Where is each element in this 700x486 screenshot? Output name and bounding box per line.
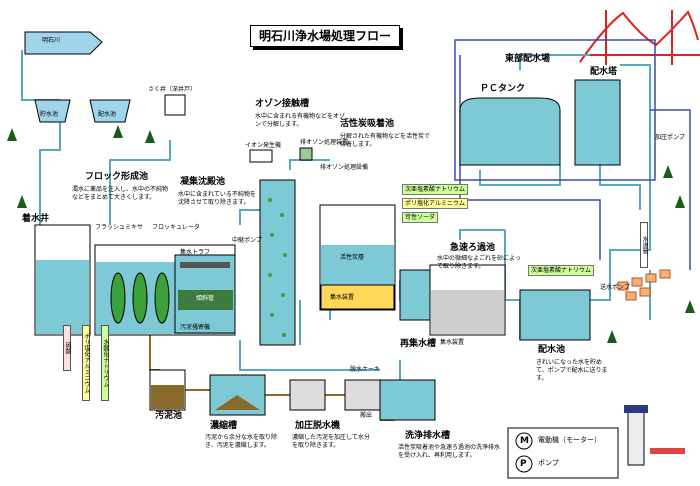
plate-label: 傾斜管 [196,295,215,302]
floc-basin-title: フロック形成池 [85,172,149,182]
ozone-exhaust-label: 排オゾン処理装置 [300,139,349,146]
ozone-desc: 水中に含まれる有機物などをオゾンで分解します。 [255,113,346,128]
wash-tank-title: 洗浄排水槽 [405,431,451,441]
thickener-desc: 汚泥から余分な水を取り除き、汚泥を濃縮します。 [205,434,278,449]
chlorine-tag-4: 次亜塩素酸ナトリウム [528,265,595,276]
water-pipe-tag: 水道管 [640,222,648,268]
wash-tank-box [379,379,436,421]
sand-layer [431,290,504,334]
chlorine-tag-1: 次亜塩素酸ナトリウム [402,184,469,195]
pressure-pump-label: 加圧ポンプ [655,134,685,141]
sludge-pit-mud [151,385,184,409]
tower-decoration [624,405,685,466]
houses-decoration [617,269,671,301]
distribution-desc: きれいになった水を貯めて、ポンプで配水に送ります。 [536,359,608,382]
ozone-bubbles [268,198,287,337]
deep-well-label: さく井（深井戸） [148,86,197,93]
thickener-sludge [215,395,260,410]
reservoir-a [34,99,71,123]
sludge-collector-label: 汚泥掻寄機 [180,324,211,331]
flocculator-label: フロッキュレータ [152,224,200,231]
cake-label: 脱水ケーキ [350,366,381,373]
flash-mixer-label: フラッシュミキサ [95,224,144,231]
carbon-layer-label: 活性炭層 [340,254,365,261]
ozone-exhaust-2-label: 排オゾン処理設備 [320,164,369,171]
tree-decorations [7,125,695,343]
carbon-desc: 分解された有機物などを活性炭で吸着します。 [340,133,431,148]
east-dist-frame [454,39,656,181]
dewater-desc: 濃縮した汚泥を加圧して水分を取り除きます。 [292,434,370,449]
reservoir-b-label: 配水池 [98,111,117,118]
ion-generator-label: イオン発生機 [245,142,282,149]
chlorine-tag-2: ポリ塩化アルミニウム [402,198,468,209]
dewater-title: 加圧脱水機 [295,421,341,431]
collection-trough [180,262,230,268]
chem-sulfuric-tag: 硫酸 [63,325,71,371]
re-collection-label: 再集水槽 [400,339,437,349]
rapid-filter-desc: 水中の微細なよごれを砂によって取り除きます。 [437,255,521,270]
page-title: 明石川浄水場処理フロー [250,25,401,47]
pc-tank [459,97,561,166]
chem-pac-tag: ポリ塩化アルミニウム [82,325,90,401]
carbon-layer [320,284,395,310]
settling-basin-desc: 水中に含まれている不純物を沈降させて取り除きます。 [178,191,256,206]
inclined-plates [178,290,233,310]
legend-pump-glyph: P [520,459,527,469]
ozone-tank-box [259,179,296,346]
chem-naoh-tag: 水酸化ナトリウム [101,325,109,401]
settling-basin-title: 凝集沈殿池 [180,177,226,187]
east-dist-label: 東部配水場 [505,54,551,64]
ion-generator [249,149,273,163]
distribution-box [519,289,591,341]
ozone-exhaust-unit [299,147,313,161]
intermediate-pump-label: 中継ポンプ [232,237,262,244]
legend-motor-label: 電動機（モーター） [538,436,601,444]
press-dewater-box [289,379,326,411]
disposal-label: 搬出 [360,412,373,419]
send-pump-label: 送水ポンプ [600,284,630,291]
deep-well [164,94,186,116]
thickener-title: 濃縮槽 [210,421,238,431]
legend-motor-symbol [515,432,533,450]
river-label: 明石川 [42,37,61,44]
legend-pump-label: ポンプ [538,459,559,467]
akashi-bridge-logo [575,10,700,65]
sludge-pit-label: 汚泥池 [155,411,183,421]
carbon-water [321,245,394,285]
trough-label: 集水トラフ [180,249,211,256]
reservoir-a-label: 貯水池 [40,111,59,118]
pc-tank-label: ＰＣタンク [480,84,526,94]
legend-motor-glyph: M [520,436,529,446]
distribution-title: 配水池 [538,345,566,355]
reservoir-b [89,99,131,123]
chlorine-tag-3: 苛性ソーダ [402,212,439,223]
press-dewater-box-2 [344,379,381,411]
legend-pump-symbol [515,455,533,473]
rapid-filter-title: 急速ろ過池 [450,243,496,253]
floc-basin-desc: 濁水に薬品を注入し、水中の不純物などをまとめて大きくします。 [72,186,169,201]
water-tower-box [574,79,621,166]
water-tower-label: 配水塔 [590,67,618,77]
ozone-title: オゾン接触槽 [255,99,310,109]
wash-tank-desc: 活性炭吸着池や急速ろ過池の洗浄排水を受け入れ、再利用します。 [398,444,501,459]
flocculator-paddles [110,272,170,324]
river-source [24,31,103,55]
intake-water [36,260,89,334]
carbon-device-label: 集水装置 [330,294,355,301]
carbon-title: 活性炭吸着池 [340,119,395,129]
rapid-filter-device: 集水装置 [440,339,465,346]
intake-well-label: 着水井 [22,214,50,224]
